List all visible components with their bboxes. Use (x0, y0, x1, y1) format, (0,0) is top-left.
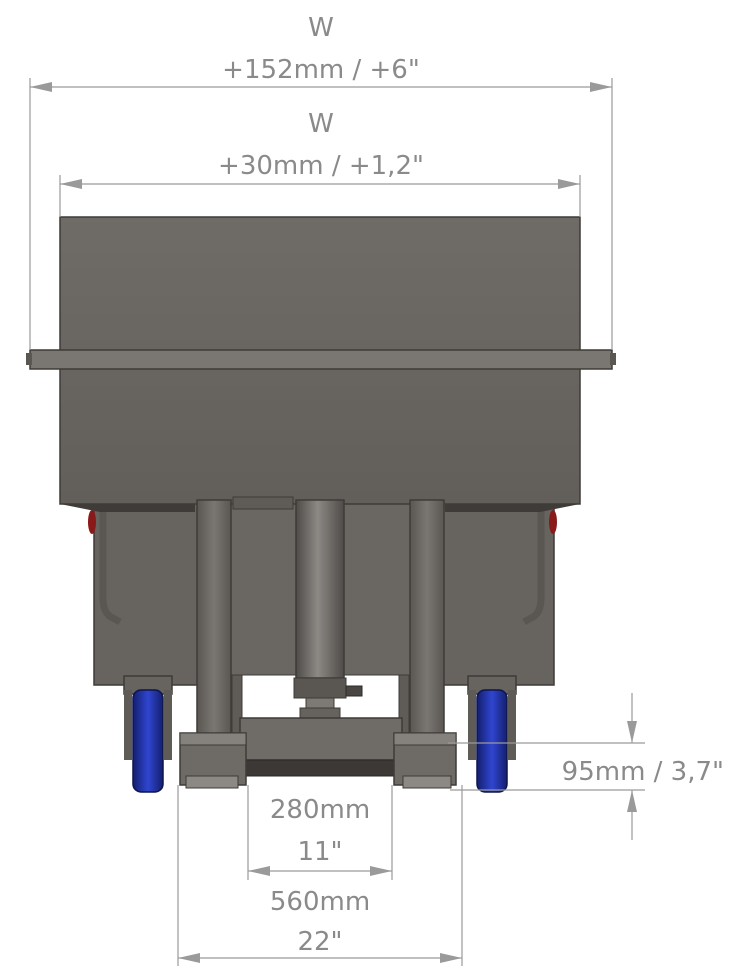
outer-track-dimension: 560mm 22" (177, 785, 463, 966)
hydraulic-fitting (345, 685, 363, 697)
overall-width-label-line2: +152mm / +6" (222, 55, 420, 85)
right-red-light (549, 510, 557, 534)
tank-width-label-line2: +30mm / +1,2" (218, 151, 424, 181)
left-side-frame (93, 499, 205, 686)
right-side-frame (441, 499, 555, 686)
left-rim-cap (26, 353, 32, 365)
overall-width-label-line1: W (308, 13, 334, 43)
left-leg (196, 499, 232, 741)
right-foot-bracket-top (393, 732, 457, 746)
left-foot-pad (185, 775, 239, 789)
tank-bottom-bevel-left (60, 504, 195, 512)
cylinder-collar (293, 677, 347, 699)
inner-track-dimension: 280mm 11" (247, 785, 393, 880)
overall-width-dimension: W +152mm / +6" (29, 13, 613, 350)
tank-width-label-line1: W (308, 109, 334, 139)
right-wheel (476, 689, 508, 793)
right-fork-arm-l (468, 690, 476, 760)
outer-track-label-line2: 22" (297, 927, 342, 957)
left-fork-arm-l (124, 690, 132, 760)
base-crossbar (237, 759, 405, 777)
ground-clearance-label: 95mm / 3,7" (562, 757, 724, 787)
tank-width-dimension: W +30mm / +1,2" (59, 109, 581, 217)
mount-plate (232, 496, 294, 510)
tank-rim-bar (29, 349, 613, 370)
left-fork-arm-r (164, 690, 172, 760)
outer-track-label-line1: 560mm (270, 887, 370, 917)
inner-track-label-line1: 280mm (270, 795, 370, 825)
right-fork-arm-r (508, 690, 516, 760)
right-rim-cap (610, 353, 616, 365)
left-handle (99, 505, 122, 626)
right-handle (522, 505, 545, 626)
left-wheel (132, 689, 164, 793)
right-foot-pad (402, 775, 452, 789)
tank-bottom-bevel-right (445, 504, 580, 512)
right-leg (409, 499, 445, 741)
left-foot-bracket-top (179, 732, 247, 746)
hydraulic-cylinder (295, 499, 345, 679)
inner-track-label-line2: 11" (297, 837, 342, 867)
ground-clearance-dimension: 95mm / 3,7" (448, 693, 724, 840)
left-red-light (88, 510, 96, 534)
trolley-illustration (26, 216, 616, 793)
base-chassis (239, 717, 403, 761)
